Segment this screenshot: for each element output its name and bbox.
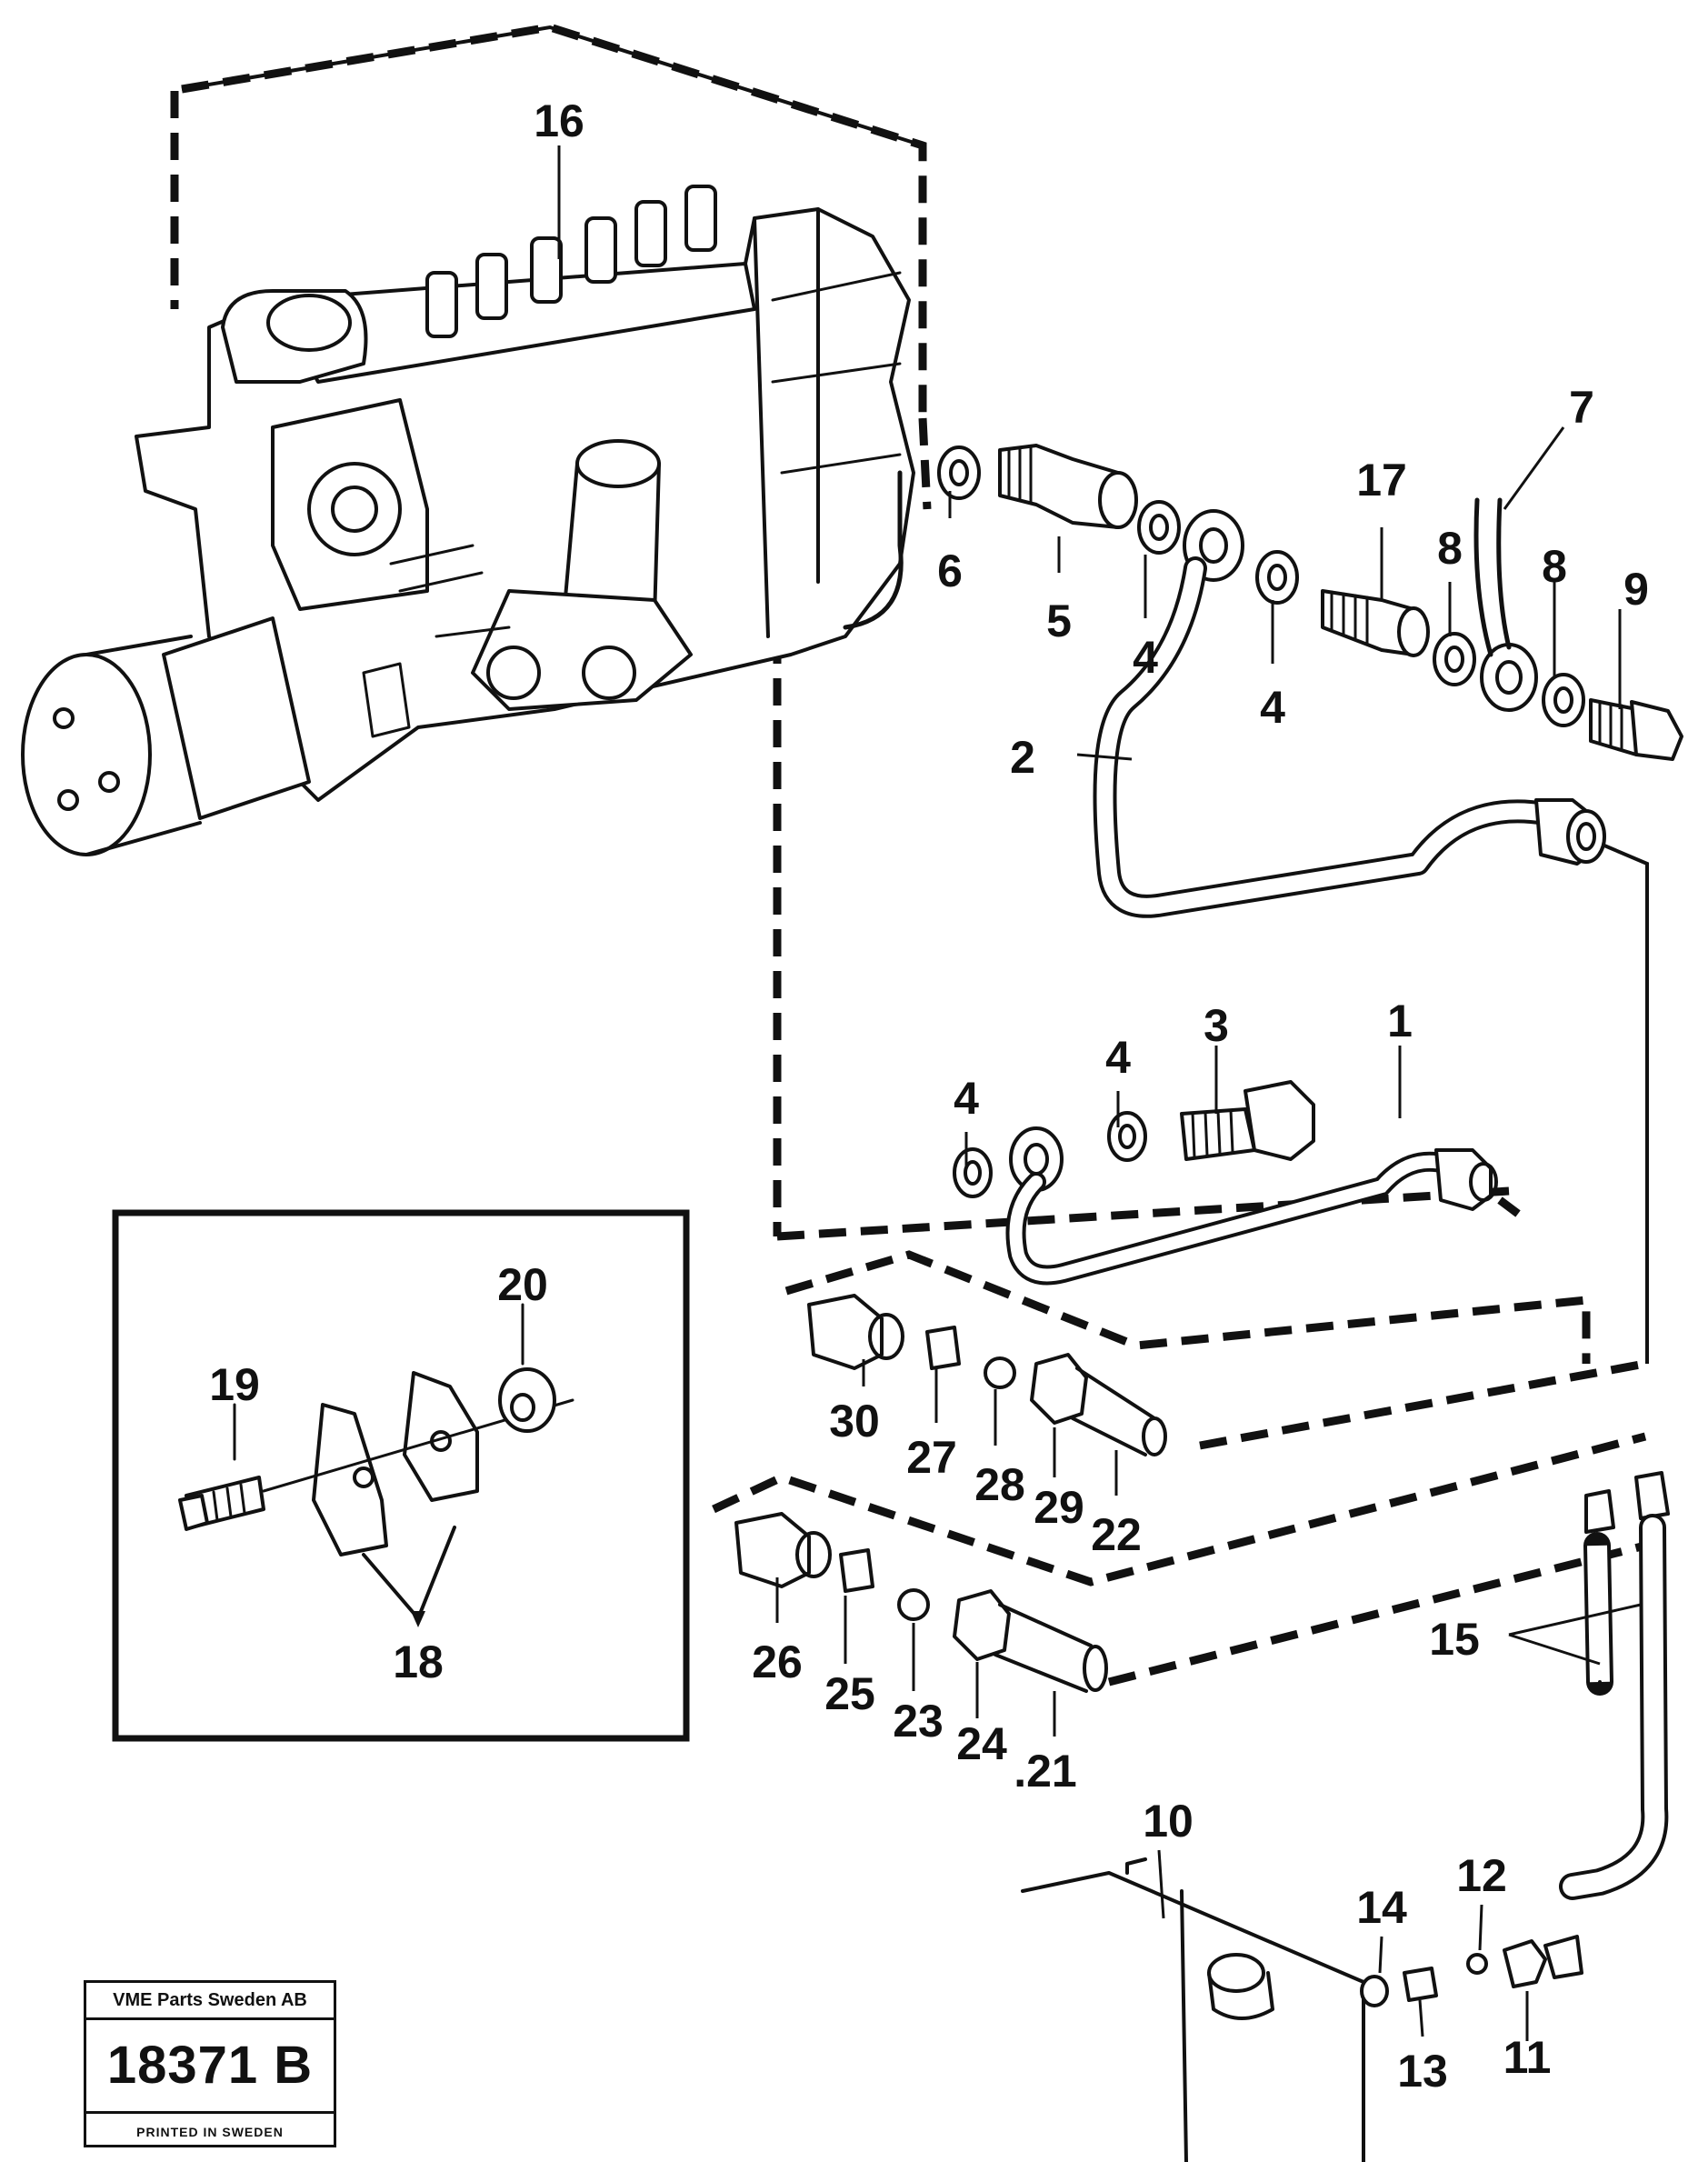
callout-23: 23 [893, 1696, 944, 1747]
leader-lines [557, 145, 1642, 2041]
callout-12: 12 [1456, 1850, 1507, 1901]
callout-6: 6 [937, 546, 963, 596]
hoses-15 [1559, 1471, 1670, 1900]
stamp-company: VME Parts Sweden AB [86, 1983, 334, 2020]
callout-8-b: 8 [1542, 541, 1567, 592]
callout-13: 13 [1397, 2046, 1448, 2097]
callout-11: 11 [1503, 2032, 1552, 2083]
callout-18: 18 [393, 1637, 444, 1687]
lower-fitting-group [712, 1432, 1647, 1693]
callout-4-c: 4 [1105, 1032, 1131, 1083]
callout-14: 14 [1356, 1882, 1407, 1933]
callout-15: 15 [1429, 1614, 1480, 1665]
detail-inset [112, 1209, 690, 1742]
upper-fitting-group [784, 1250, 1646, 1456]
callout-25: 25 [824, 1668, 875, 1719]
callout-3: 3 [1204, 1000, 1229, 1051]
callout-8-a: 8 [1437, 523, 1463, 574]
callout-5: 5 [1046, 596, 1072, 646]
callout-4-d: 4 [954, 1073, 979, 1124]
callout-9: 9 [1623, 564, 1649, 615]
pipe-1-assembly [953, 1080, 1521, 1286]
callout-labels: 16 6 5 4 4 17 8 8 9 7 2 3 4 4 1 20 19 18… [209, 95, 1649, 2097]
callout-19: 19 [209, 1359, 260, 1410]
callout-24: 24 [956, 1718, 1007, 1769]
callout-28: 28 [974, 1459, 1025, 1510]
injection-pump [21, 185, 915, 856]
callout-22: 22 [1091, 1509, 1142, 1560]
callout-29: 29 [1034, 1482, 1084, 1533]
callout-4-a: 4 [1133, 632, 1158, 683]
callout-20: 20 [497, 1259, 548, 1310]
stamp-number: 18371 B [86, 2020, 334, 2114]
pipe-2 [1093, 556, 1649, 1364]
callout-30: 30 [829, 1396, 880, 1446]
callout-1: 1 [1387, 996, 1413, 1046]
callout-26: 26 [752, 1637, 803, 1687]
callout-17: 17 [1356, 455, 1407, 505]
document-stamp: VME Parts Sweden AB 18371 B PRINTED IN S… [84, 1980, 336, 2147]
callout-2: 2 [1010, 732, 1035, 783]
callout-10: 10 [1143, 1796, 1194, 1847]
tank-connection [1021, 1857, 1583, 2162]
callout-7: 7 [1569, 382, 1594, 433]
overflow-valve-assembly [937, 444, 1683, 761]
pump-phantom-frame [170, 23, 1510, 1241]
callout-21: .21 [1014, 1746, 1077, 1797]
stamp-printed: PRINTED IN SWEDEN [136, 2125, 284, 2139]
callout-16: 16 [534, 95, 584, 146]
callout-4-b: 4 [1260, 682, 1285, 733]
callout-27: 27 [906, 1432, 957, 1483]
